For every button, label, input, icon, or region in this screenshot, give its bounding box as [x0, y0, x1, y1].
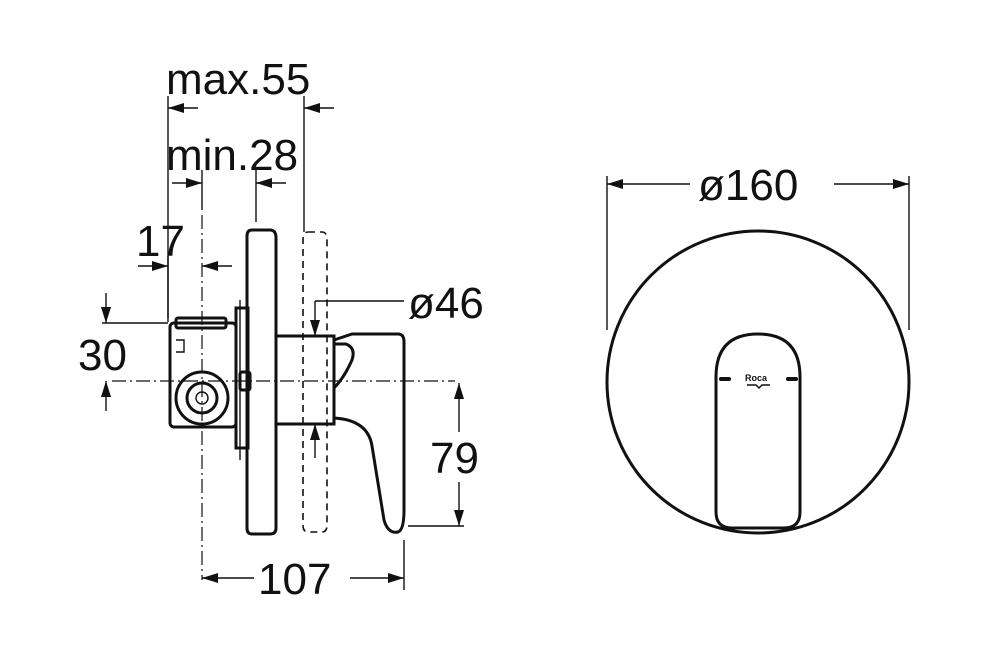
front-view: Roca: [605, 229, 911, 535]
mixer-stud: [238, 370, 252, 392]
handle-drop-label-bg: [428, 432, 490, 482]
inlet-core-circle: [195, 391, 209, 405]
plate-diameter-arrow-right: [893, 179, 909, 189]
inlet-outer-circle: [174, 370, 230, 426]
inlet-height-arrow-bottom: [101, 381, 111, 397]
cartridge-diameter-arrow-bottom: [310, 424, 320, 440]
inlet-height-arrow-top: [101, 307, 111, 323]
brand-logo: Roca: [745, 373, 768, 383]
cartridge-diameter-label: ø46: [408, 279, 484, 328]
body-offset-arrow-right: [202, 261, 218, 271]
front-view-dimensions: ø160: [606, 161, 910, 330]
overall-depth-label-bg: [254, 554, 350, 600]
body-offset-label: 17: [136, 217, 185, 266]
lever-front: [714, 332, 802, 530]
handle-drop-arrow-top: [454, 383, 464, 399]
mixer-body-detail: [176, 339, 185, 353]
mixer-connector: [234, 306, 250, 450]
logo-mark-left: [719, 377, 731, 381]
overall-depth-arrow-right: [388, 573, 404, 583]
inlet-inner-circle: [185, 381, 219, 415]
side-view: [112, 215, 455, 580]
max-depth-arrow-left: [168, 103, 184, 113]
wall-plate-profile: [245, 228, 278, 536]
wall-plate-front: [605, 229, 911, 535]
alternate-plate-position: [302, 231, 328, 533]
max-depth-label: max.55: [166, 55, 310, 104]
body-offset-arrow-left: [152, 261, 168, 271]
plate-diameter-label: ø160: [698, 161, 798, 210]
min-depth-arrow-left: [186, 178, 202, 188]
min-depth-label: min.28: [166, 131, 298, 180]
cartridge-sleeve: [274, 334, 336, 426]
overall-depth-label: 107: [258, 555, 331, 604]
plate-diameter-arrow-left: [607, 179, 623, 189]
brand-logo-underline: [747, 384, 770, 389]
overall-depth-arrow-left: [202, 573, 218, 583]
logo-mark-right: [786, 377, 798, 381]
min-depth-arrow-right: [256, 178, 272, 188]
handle-drop-label: 79: [430, 434, 479, 483]
mixer-body-top: [174, 316, 228, 330]
handle-drop-arrow-bottom: [454, 510, 464, 526]
max-depth-arrow-right: [304, 103, 320, 113]
lever-handle: [332, 332, 406, 534]
cartridge-diameter-arrow-top: [310, 320, 320, 336]
side-view-dimensions: max.55 min.28 17 30 ø46: [78, 55, 490, 604]
inlet-height-label: 30: [78, 331, 127, 380]
